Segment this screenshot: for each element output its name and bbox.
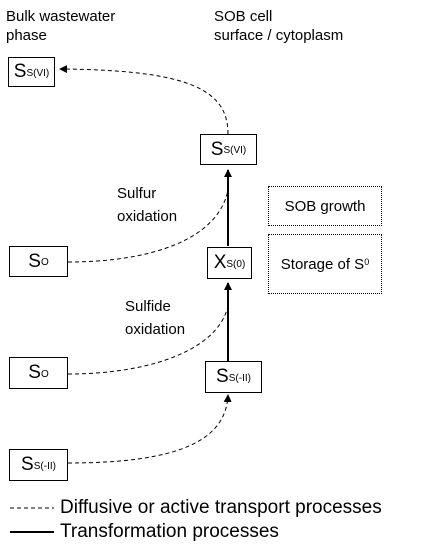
sulfur-oxidation-label-line2: oxidation [117, 208, 178, 225]
transport-arrow-sulfate-out [59, 65, 229, 135]
sulfur-storage-superscript: 0 [364, 257, 370, 267]
legend-dashed-label: Diffusive or active transport processes [60, 497, 382, 518]
bulk-phase-header-line2: phase [6, 27, 47, 44]
sob-growth-box: SOB growth [268, 186, 382, 226]
transport-arrow-oxygen-sulfide-oxidation [67, 305, 229, 375]
cell-sulfate-subscript: S(VI) [223, 145, 247, 156]
sulfur-oxidation-label-line1: Sulfur [117, 185, 157, 202]
sulfide-oxidation-label-line2: oxidation [125, 321, 186, 338]
legend-solid-label: Transformation processes [60, 521, 279, 542]
bulk-oxygen-upper-symbol: S [28, 250, 41, 272]
sulfur-storage-label: Storage of S [280, 255, 365, 273]
transport-arrow-oxygen-sulfur-oxidation [67, 189, 229, 263]
sulfide-oxidation-label-line1: Sulfide [125, 298, 171, 315]
bulk-sulfate-subscript: S(VI) [26, 67, 50, 79]
cell-sulfate-symbol: S [210, 138, 224, 160]
transport-arrow-sulfide-in [67, 394, 232, 464]
cell-stored-sulfur-symbol: X [213, 252, 227, 273]
legend-solid-row: Transformation processes [10, 521, 279, 543]
bulk-phase-header-line1: Bulk wastewater [6, 8, 116, 25]
cell-stored-sulfur-subscript: S(0) [226, 258, 246, 270]
sob-cell-header-line2: surface / cytoplasm [214, 27, 344, 44]
bulk-sulfate-symbol: S [13, 61, 27, 82]
legend-solid-line-icon [10, 531, 54, 533]
bulk-sulfide-symbol: S [21, 454, 34, 475]
bulk-oxygen-lower-subscript: O [40, 368, 49, 380]
sob-cell-header-line1: SOB cell [214, 8, 273, 25]
sob-growth-label: SOB growth [284, 197, 366, 215]
legend-dashed-line-icon [10, 507, 54, 509]
bulk-sulfide-subscript: S(-II) [33, 460, 56, 472]
bulk-oxygen-upper-subscript: O [40, 257, 49, 268]
legend-dashed-row: Diffusive or active transport processes [10, 497, 382, 519]
cell-sulfide-symbol: S [216, 366, 229, 387]
bulk-oxygen-lower-symbol: S [28, 362, 41, 383]
cell-sulfide-subscript: S(-II) [228, 372, 251, 384]
